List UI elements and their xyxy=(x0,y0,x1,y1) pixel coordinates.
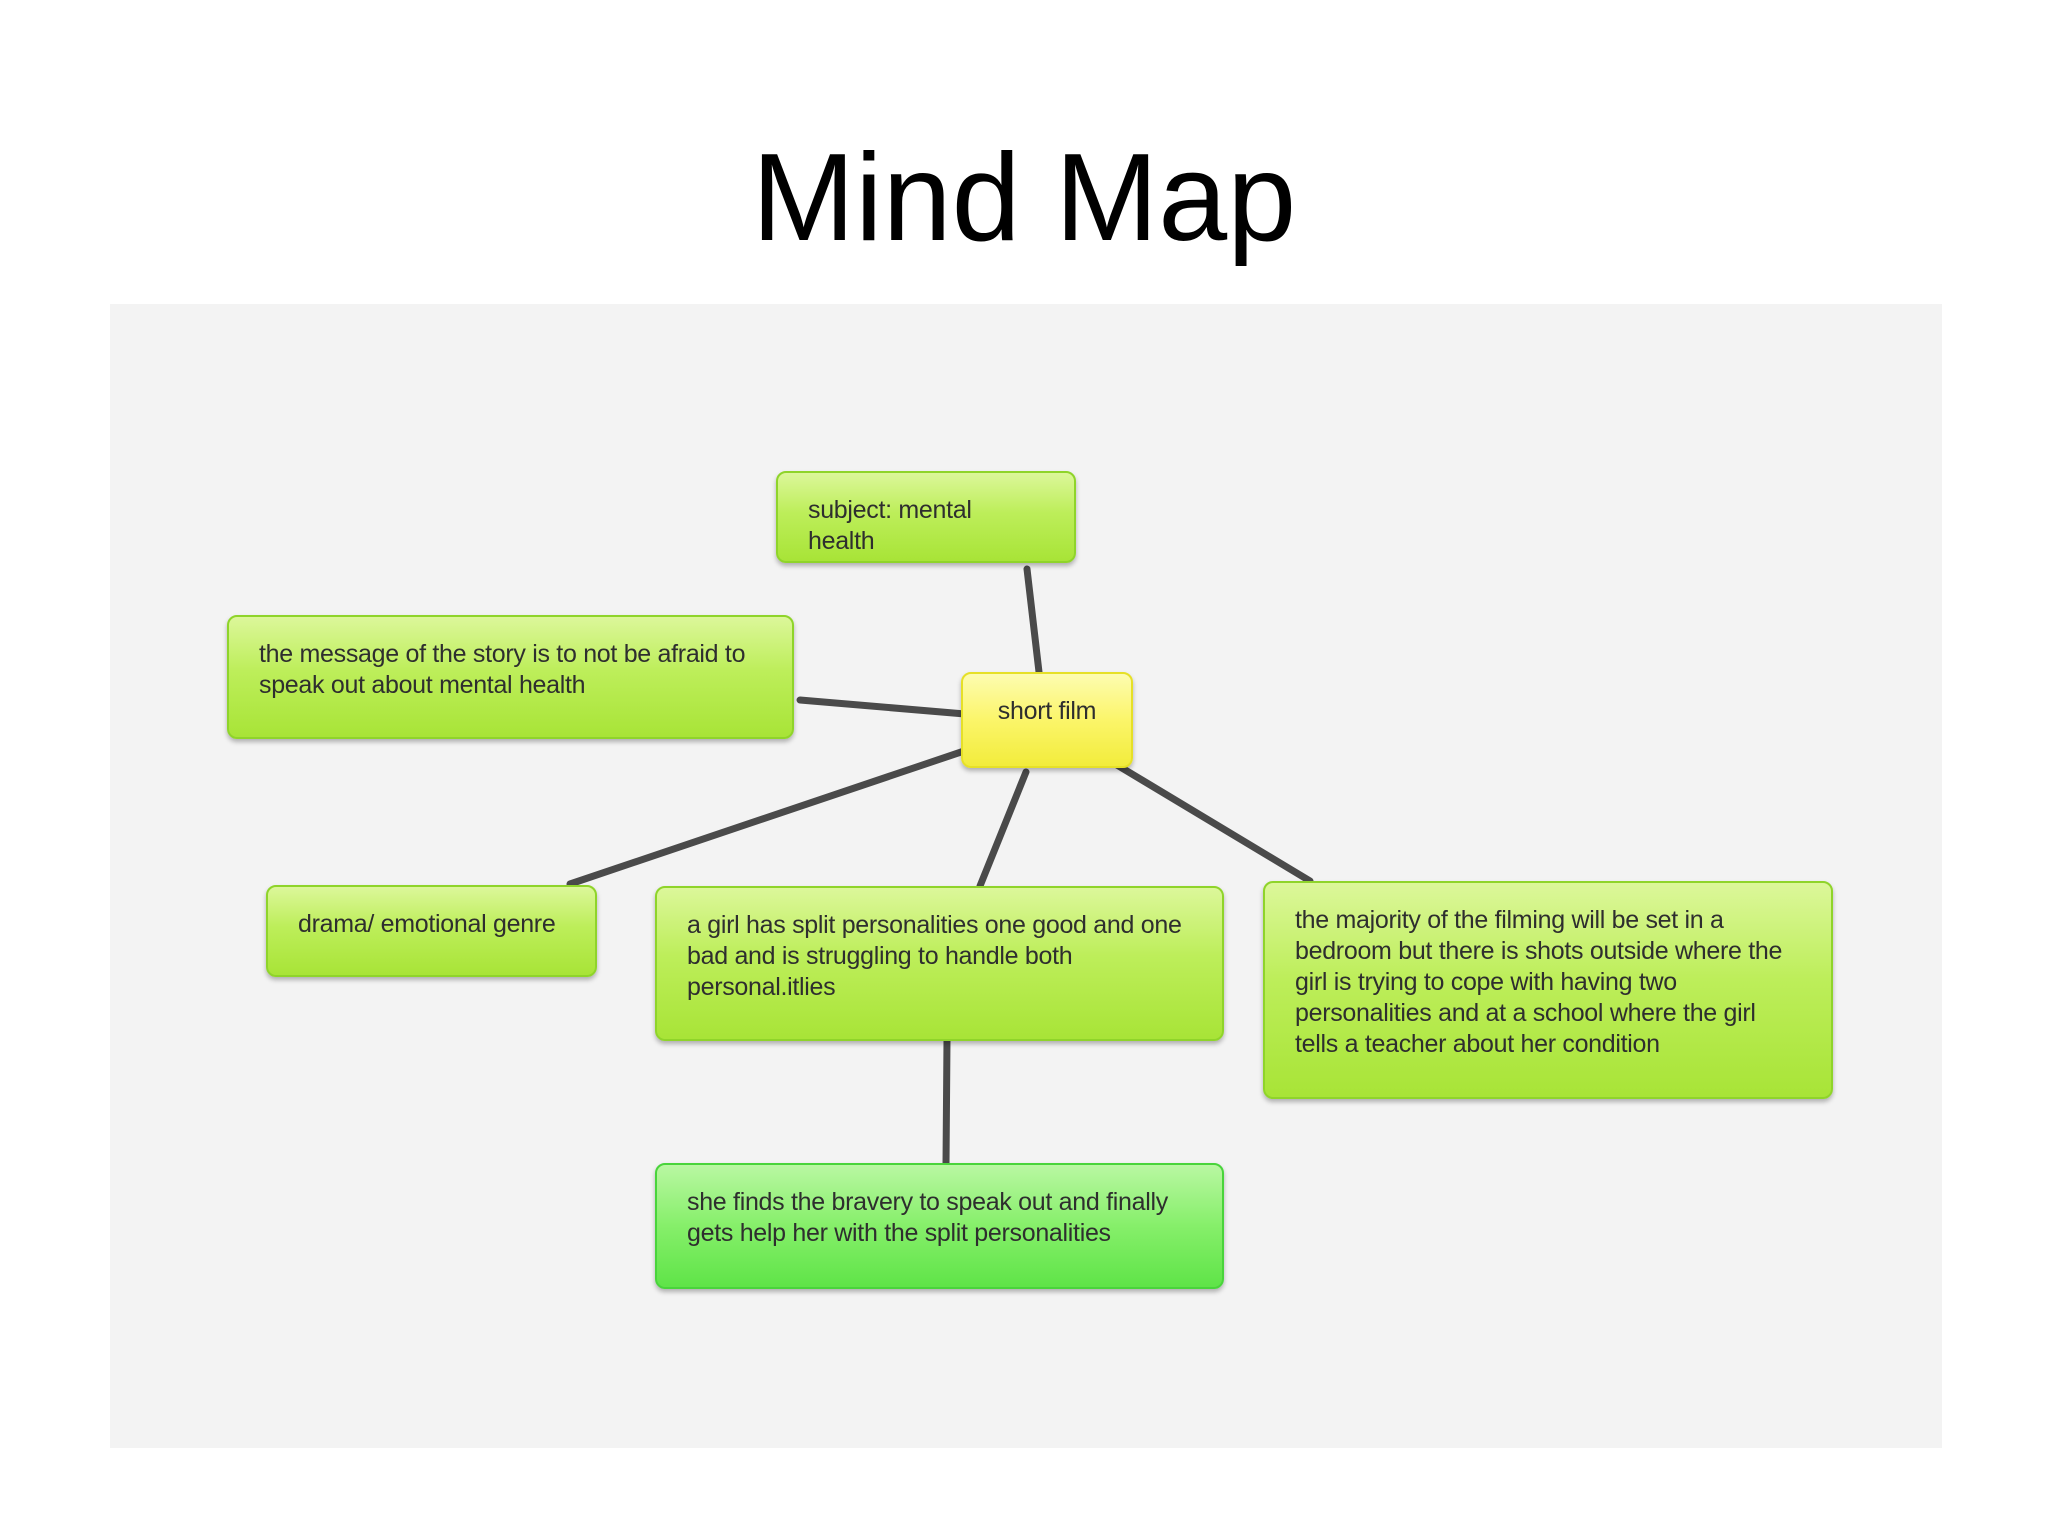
edge-center-subject xyxy=(1023,565,1043,676)
node-setting-label: the majority of the filming will be set … xyxy=(1295,906,1783,1058)
edge-center-setting xyxy=(1103,755,1314,885)
mind-map-connectors xyxy=(566,565,1314,1168)
node-center-label: short film xyxy=(997,697,1097,725)
node-resolution[interactable]: she finds the bravery to speak out and f… xyxy=(655,1163,1224,1289)
edge-plot-resolution xyxy=(942,1036,951,1168)
node-subject-label: subject: mental health xyxy=(808,496,972,555)
node-message[interactable]: the message of the story is to not be af… xyxy=(227,615,794,739)
node-subject[interactable]: subject: mental health xyxy=(776,471,1076,563)
node-genre-label: drama/ emotional genre xyxy=(298,910,556,938)
node-genre[interactable]: drama/ emotional genre xyxy=(266,885,597,977)
edge-center-message xyxy=(796,696,969,718)
node-message-label: the message of the story is to not be af… xyxy=(259,640,746,699)
edge-center-plot xyxy=(976,768,1030,890)
edge-center-genre xyxy=(566,745,974,888)
page-title: Mind Map xyxy=(751,129,1297,267)
node-setting[interactable]: the majority of the filming will be set … xyxy=(1263,881,1833,1099)
node-plot-label: a girl has split personalities one good … xyxy=(687,911,1182,1001)
mind-map-panel: subject: mental health the message of th… xyxy=(110,304,1942,1448)
node-plot[interactable]: a girl has split personalities one good … xyxy=(655,886,1224,1041)
node-center[interactable]: short film xyxy=(961,672,1133,768)
node-resolution-label: she finds the bravery to speak out and f… xyxy=(687,1188,1168,1247)
